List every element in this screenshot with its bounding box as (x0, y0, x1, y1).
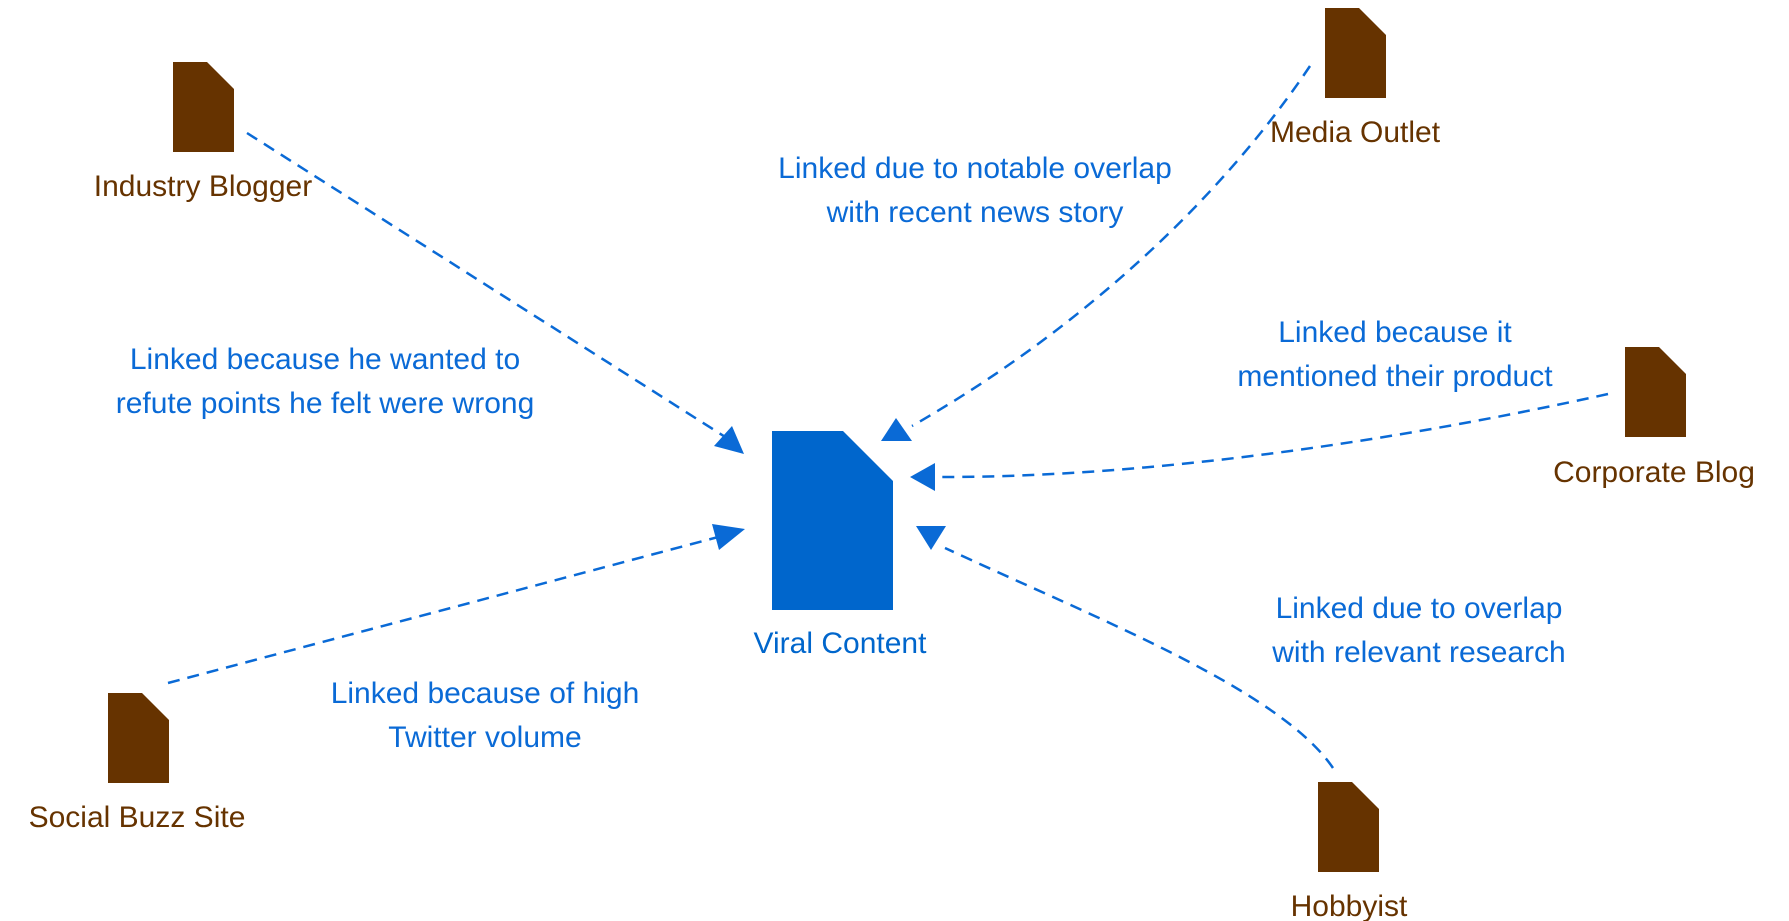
document-icon (173, 62, 234, 152)
source-node-hobbyist: Hobbyist (1291, 782, 1408, 921)
edge-hobbyist (944, 546, 1335, 769)
edge-label-line: Linked because he wanted to (130, 343, 520, 376)
arrowhead-corporate-blog (910, 463, 935, 491)
arrowhead-hobbyist (916, 526, 946, 550)
edge-label-line: Linked due to notable overlap (778, 152, 1172, 185)
edge-label-line: Linked because it (1278, 316, 1512, 349)
document-icon (1318, 782, 1379, 872)
edge-social-buzz-site (167, 534, 723, 685)
source-node-label: Media Outlet (1270, 116, 1441, 149)
edge-corporate-blog (934, 392, 1609, 479)
edge-label-line: with recent news story (826, 196, 1124, 229)
document-icon (1625, 347, 1686, 437)
center-node: Viral Content (754, 431, 928, 660)
edge-label-line: Linked due to overlap (1276, 592, 1563, 625)
edge-label-line: refute points he felt were wrong (116, 387, 535, 420)
source-node-label: Industry Blogger (94, 170, 312, 203)
source-node-social-buzz-site: Social Buzz Site (29, 693, 246, 834)
source-node-label: Social Buzz Site (29, 801, 246, 834)
source-node-label: Hobbyist (1291, 890, 1408, 921)
source-node-industry-blogger: Industry Blogger (94, 62, 312, 203)
edge-industry-blogger (246, 131, 731, 442)
source-node-label: Corporate Blog (1553, 456, 1755, 489)
edge-labels: Linked because he wanted to refute point… (116, 152, 1566, 754)
edge-label-line: with relevant research (1271, 636, 1565, 669)
arrowhead-industry-blogger (714, 426, 744, 454)
source-node-media-outlet: Media Outlet (1270, 8, 1441, 149)
edge-label-line: Twitter volume (388, 721, 581, 754)
center-node-label: Viral Content (754, 627, 928, 660)
document-icon (1325, 8, 1386, 98)
edge-label-line: Linked because of high (331, 677, 640, 710)
edge-label-line: mentioned their product (1237, 360, 1553, 393)
edges (167, 65, 1609, 769)
source-node-corporate-blog: Corporate Blog (1553, 347, 1755, 489)
arrowhead-social-buzz-site (712, 524, 745, 550)
document-icon (108, 693, 169, 783)
arrowhead-media-outlet (881, 418, 912, 441)
document-icon (772, 431, 893, 610)
edge-media-outlet (911, 65, 1312, 428)
